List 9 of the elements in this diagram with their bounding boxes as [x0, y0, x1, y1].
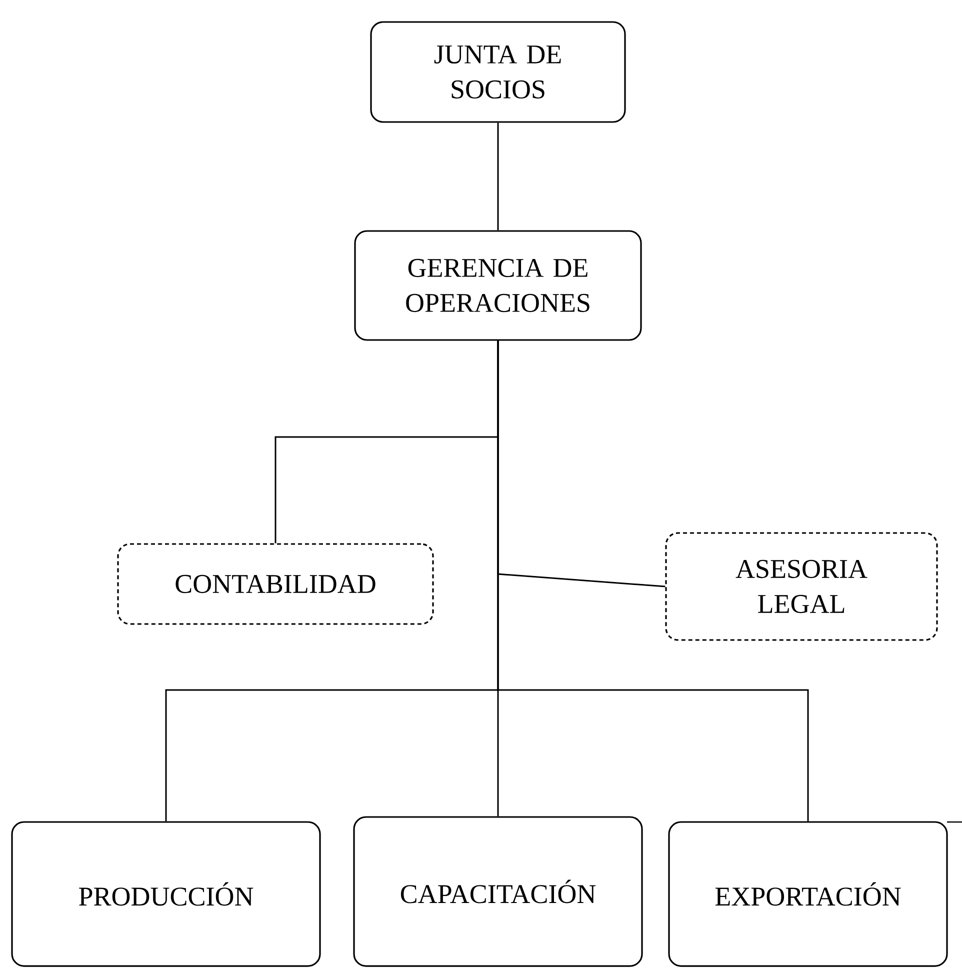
org-box: GERENCIA DE OPERACIONES	[354, 230, 642, 341]
org-box: PRODUCCIÓN	[11, 821, 321, 967]
org-box: CAPACITACIÓN	[353, 816, 643, 967]
dashed-box: ASESORIA LEGAL	[665, 532, 938, 641]
org-box: JUNTA DE SOCIOS	[370, 21, 626, 123]
dashed-box: CONTABILIDAD	[117, 543, 434, 625]
connector-line	[497, 122, 499, 230]
connector-line	[497, 340, 809, 822]
org-box: EXPORTACIÓN	[668, 821, 948, 967]
